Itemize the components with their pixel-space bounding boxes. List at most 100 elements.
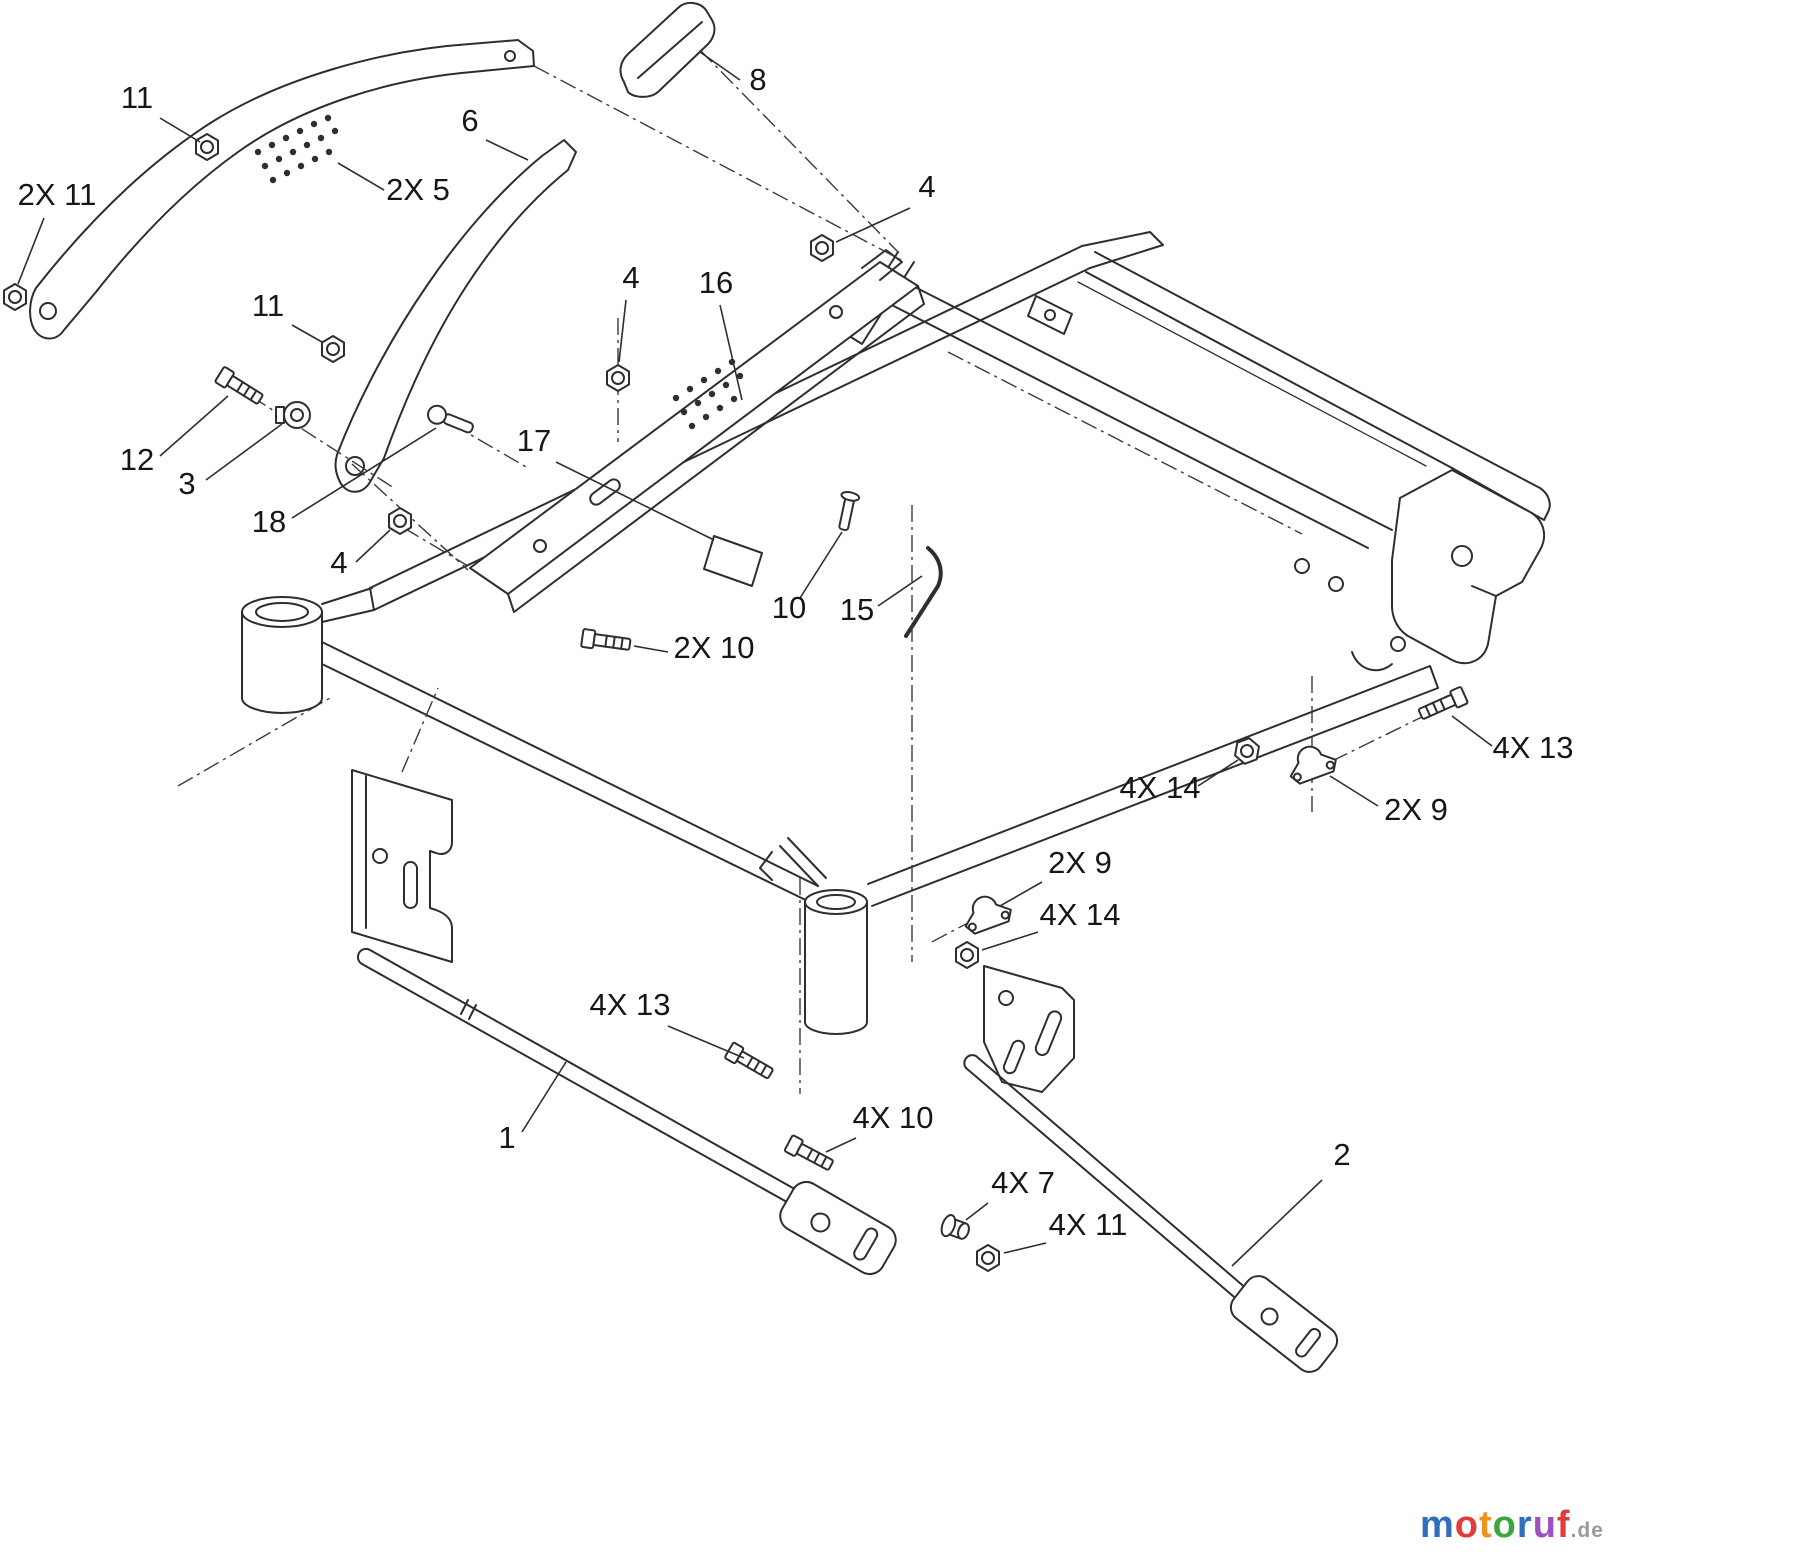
callout-leader [1329,775,1379,807]
callout-leader [521,1061,567,1133]
callout-leader [17,217,45,285]
latch-rod-15 [904,546,943,638]
callout-label-4: 4 [330,545,347,580]
nut-4-low [388,507,412,535]
pin-18 [424,402,477,439]
callout-label-11: 11 [252,288,284,323]
callout-label-4x-14: 4X 14 [1119,770,1200,805]
front-bracket-left [351,769,453,963]
mounting-panel-16 [469,249,925,613]
watermark-letter: u [1532,1504,1557,1546]
callout-label-6: 6 [461,103,478,138]
callout-label-4x-11: 4X 11 [1049,1207,1128,1242]
nut-4x14-lower [955,941,979,969]
callout-leader [877,575,923,607]
callout-leader [291,427,437,519]
callout-label-16: 16 [699,265,733,300]
callout-leader [667,1025,745,1059]
callout-leader [1231,1179,1323,1267]
callout-leader [981,931,1039,951]
callout-leader [205,423,283,481]
callout-leader [618,299,627,363]
callout-leader [825,1137,857,1153]
callout-leader [999,881,1043,907]
watermark-letters: motoruf [1420,1504,1571,1546]
callout-leader [291,324,323,343]
stabilizer-rod-2 [963,1054,1339,1373]
callout-label-15: 15 [840,592,874,627]
arm-perforations [254,114,339,184]
callout-label-10: 10 [772,590,806,625]
callout-label-2x-9: 2X 9 [1384,792,1448,827]
callout-label-12: 12 [120,442,154,477]
callout-label-2x-5: 2X 5 [386,172,450,207]
callout-leader [485,139,529,161]
callout-leader [337,162,385,191]
callout-label-8: 8 [749,62,766,97]
bolt-4x10 [783,1133,837,1175]
bolt-4x13-right [1415,685,1470,724]
callout-label-18: 18 [252,504,286,539]
nut-4-mid [606,364,630,392]
handle-grip-8 [619,2,716,98]
watermark-letter: f [1556,1504,1571,1546]
callout-leader [633,645,669,653]
callout-leader [1197,759,1239,787]
callout-leader [1003,1242,1047,1254]
clamp-2x9-upper [1282,738,1341,787]
callout-label-4x-14: 4X 14 [1039,897,1120,932]
watermark-motoruf[interactable]: motoruf.de [1420,1504,1604,1547]
bushing-4x7 [938,1212,973,1245]
front-bracket-right [983,965,1075,1093]
caster-tube-left [241,587,375,714]
callout-leader [1451,715,1493,747]
callout-leader [965,1202,989,1221]
nut-2x11 [3,283,27,311]
bolt-2x10 [580,627,633,655]
panel-perforations [672,358,744,430]
callout-label-4x-7: 4X 7 [991,1165,1055,1200]
callout-label-4x-13: 4X 13 [1492,730,1573,765]
decal-plate-17 [703,535,763,587]
callout-label-4: 4 [622,260,639,295]
callout-label-1: 1 [498,1120,515,1155]
fastener-hardware [3,133,1470,1272]
watermark-letter: t [1479,1504,1493,1546]
watermark-letter: m [1420,1504,1455,1546]
callout-leader [555,461,715,541]
nut-4-top [810,234,834,262]
callout-leader [835,207,911,243]
callout-label-2: 2 [1333,1137,1350,1172]
callout-leader [159,117,201,143]
clevis-pin-10 [833,489,861,533]
callout-leader [699,51,741,81]
callout-label-11: 11 [121,80,153,115]
callout-label-2x-9: 2X 9 [1048,845,1112,880]
callout-label-2x-11: 2X 11 [18,177,97,212]
caster-tube-front [804,889,868,1035]
callout-label-17: 17 [517,423,551,458]
callout-leader [355,529,391,563]
watermark-suffix: .de [1570,1519,1604,1542]
support-arm-6 [334,139,577,493]
callout-label-4x-10: 4X 10 [852,1100,933,1135]
callout-leader [159,395,229,457]
nut-4x11 [976,1244,1000,1272]
alignment-centerlines [177,49,1429,1094]
callout-label-2x-10: 2X 10 [673,630,754,665]
callout-label-3: 3 [178,466,195,501]
mower-frame-assembly [241,231,1551,1035]
nut-11-top [195,133,219,161]
bolt-4x13-bottom [723,1041,777,1083]
clamp-2x9-lower [957,888,1016,937]
nut-11-mid [321,335,345,363]
callout-label-4: 4 [918,169,935,204]
callout-label-4x-13: 4X 13 [589,987,670,1022]
callout-leader [719,304,743,401]
callout-leader [799,531,843,599]
support-arm-2x5 [29,39,535,340]
watermark-letter: o [1492,1504,1517,1546]
